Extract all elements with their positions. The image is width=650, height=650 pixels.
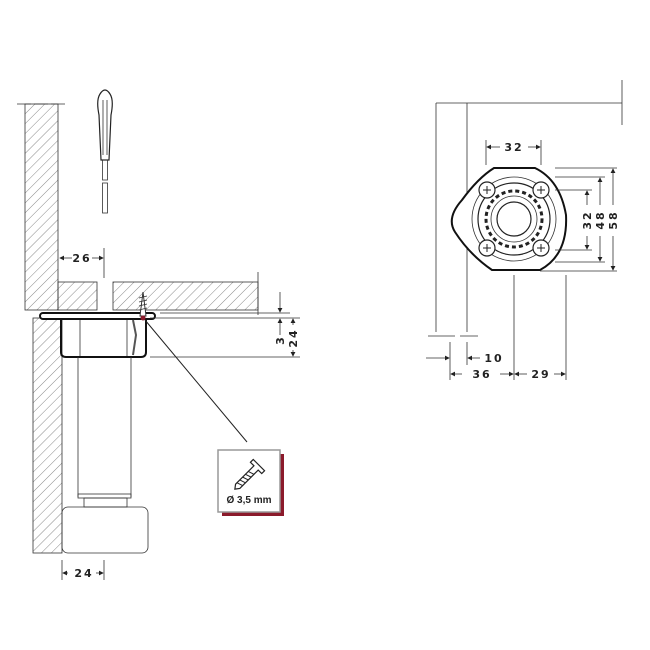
top-view: 32 32 48 58 10 36 29: [426, 80, 623, 381]
screw-heads: [478, 181, 550, 257]
dim-26: 26: [72, 252, 91, 265]
dim-29: 29: [531, 368, 550, 381]
dim-24-foot: 24: [74, 567, 93, 580]
shelf-section-right: [112, 281, 259, 311]
dim-58: 58: [607, 210, 620, 229]
screw-symbol-icon: [234, 458, 266, 490]
leveller-foot: [61, 506, 149, 554]
leveller-leg: [61, 357, 149, 554]
shelf-section-left: [57, 281, 98, 311]
callout-leader: [144, 319, 248, 443]
dim-36: 36: [472, 368, 491, 381]
side-view: Ø 3,5 mm 26 3 24 24: [17, 89, 300, 580]
dim-32-horizontal: 32: [504, 141, 523, 154]
screw-icon: [138, 291, 148, 321]
screw-callout-box: Ø 3,5 mm: [217, 449, 284, 516]
screwdriver-icon: [97, 89, 113, 214]
base-plate: [450, 167, 568, 271]
dim-10: 10: [484, 352, 503, 365]
lower-wall-section: [32, 317, 63, 554]
dim-32-vertical: 32: [581, 210, 594, 229]
dim-3: 3: [274, 335, 287, 345]
upper-wall-section: [24, 103, 59, 311]
leveller-cup: [39, 312, 156, 358]
dim-24-height: 24: [287, 328, 300, 347]
dim-48: 48: [594, 210, 607, 229]
screw-diameter-label: Ø 3,5 mm: [226, 495, 271, 506]
